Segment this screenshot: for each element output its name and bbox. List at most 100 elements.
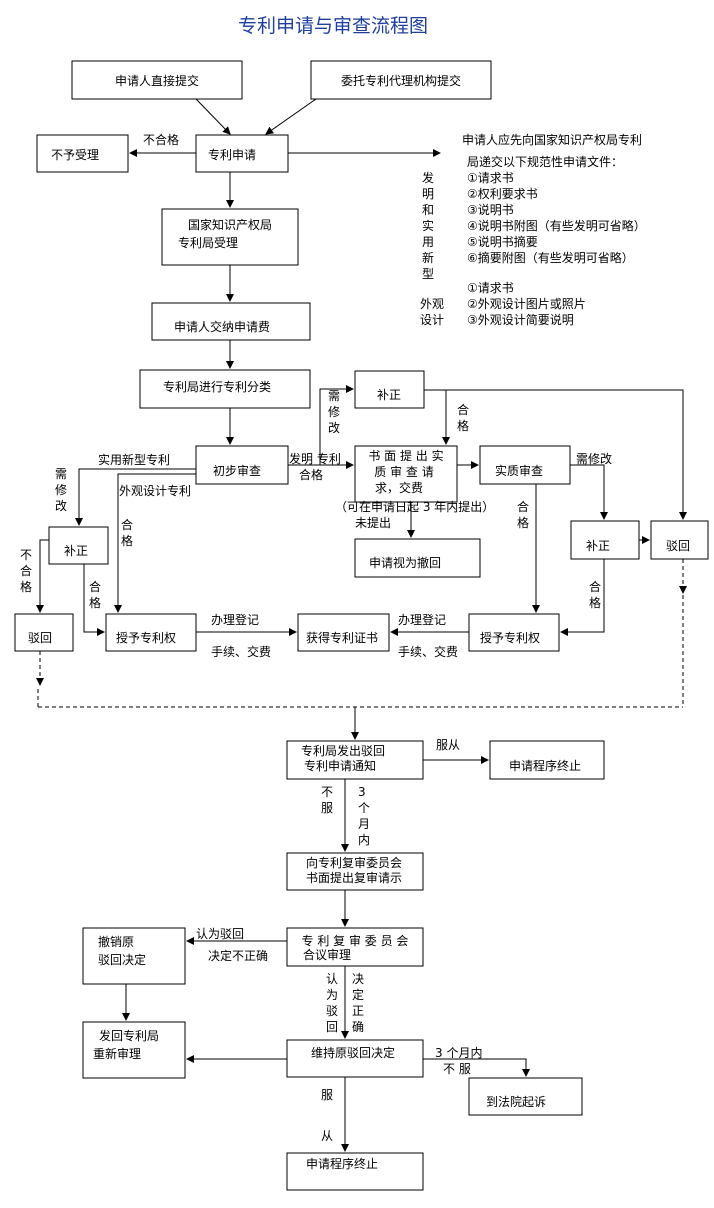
- node-prelim-exam: 初步审查: [195, 445, 289, 485]
- node-rejection-notice-label-1: 专利局发出驳回: [301, 743, 385, 758]
- node-board-review-label-1: 专 利 复 审 委 员 会: [302, 933, 409, 948]
- label-register-left: 办理登记: [211, 612, 259, 627]
- node-prelim-exam-label: 初步审查: [213, 463, 261, 478]
- docs-intro-1: 申请人应先向国家知识产权局专利: [462, 132, 642, 147]
- node-patent-application-label: 专利申请: [208, 147, 256, 162]
- node-grant-right-label: 授予专利权: [480, 630, 540, 645]
- invention-label-6: 型: [422, 267, 434, 281]
- node-reexam-request: 向专利复审委员会 书面提出复审请示: [286, 852, 424, 891]
- label-needs-edit-left-0: 需: [55, 467, 67, 481]
- node-reject-right: 驳回: [650, 520, 709, 560]
- label-deem-rejection-v-1: 为: [326, 988, 338, 1002]
- node-board-review: 专 利 复 审 委 员 会 合议审理: [286, 927, 424, 967]
- invention-doc-5: ⑥摘要附图（有些发明可省略）: [467, 250, 634, 265]
- label-not-accept-b: 不 服: [443, 1062, 471, 1076]
- arrow-to-supplement-top: [319, 385, 354, 465]
- label-fee-left: 手续、交费: [211, 644, 271, 659]
- arrow-supplement-right-to-grant: [560, 559, 605, 636]
- invention-doc-2: ③说明书: [467, 202, 514, 217]
- node-direct-submit: 申请人直接提交: [71, 60, 243, 100]
- label-qualified-mid: 合格: [299, 467, 323, 482]
- design-doc-2: ③外观设计简要说明: [467, 312, 574, 327]
- node-pay-fee: 申请人交纳申请费: [151, 302, 311, 341]
- node-send-back: 发回专利局 重新审理: [82, 1021, 186, 1079]
- arrow-to-reject-left: [36, 539, 49, 613]
- label-fee-right: 手续、交费: [398, 644, 458, 659]
- label-qualified-d-1: 格: [517, 515, 529, 530]
- node-grant-left: 授予专利权: [105, 613, 197, 652]
- label-decision-correct-v-1: 定: [352, 987, 364, 1002]
- label-qualified-b-0: 合: [89, 579, 101, 594]
- label-needs-edit-mid-2: 改: [328, 421, 340, 435]
- arrow-to-supplement-left: [75, 468, 196, 526]
- node-written-request-label-2: 质 审 查 请: [374, 464, 433, 479]
- node-reexam-request-label-1: 向专利复审委员会: [306, 855, 402, 870]
- label-deem-rejection-v-2: 驳: [326, 1004, 338, 1018]
- docs-intro-2: 局递交以下规范性申请文件：: [467, 154, 623, 169]
- node-deemed-withdrawn: 申请视为撤回: [354, 538, 481, 578]
- label-within-3-years: （可在申请日起 3 年内提出）: [335, 499, 494, 514]
- label-unqualified: 不合格: [143, 132, 179, 147]
- label-accept: 服从: [436, 738, 460, 752]
- label-qualified-b-1: 格: [89, 595, 101, 610]
- node-maintain: 维持原驳回决定: [286, 1039, 424, 1078]
- node-maintain-label: 维持原驳回决定: [311, 1045, 395, 1060]
- node-reexam-request-label-2: 书面提出复审请示: [306, 870, 402, 885]
- node-not-accepted-label: 不予受理: [51, 148, 99, 162]
- label-needs-edit-right: 需修改: [576, 451, 612, 466]
- node-direct-submit-label: 申请人直接提交: [115, 73, 199, 88]
- label-accept-b2: 从: [321, 1129, 333, 1143]
- node-reject-left: 驳回: [14, 613, 74, 652]
- node-reject-left-label: 驳回: [28, 631, 52, 645]
- label-not-accept-a-1: 服: [321, 801, 333, 815]
- arrow-to-supplement-right: [570, 464, 608, 520]
- label-qualified-c-0: 合: [457, 402, 469, 417]
- design-doc-1: ②外观设计图片或照片: [467, 297, 586, 311]
- invention-doc-0: ①请求书: [467, 171, 514, 185]
- invention-doc-4: ⑤说明书摘要: [467, 234, 538, 249]
- node-revoke: 撤销原 驳回决定: [82, 927, 186, 985]
- document-requirements: 申请人应先向国家知识产权局专利 局递交以下规范性申请文件： 发 明 和 实 用 …: [420, 132, 646, 327]
- node-patent-application: 专利申请: [195, 134, 289, 173]
- label-needs-edit-left-1: 修: [55, 482, 67, 497]
- node-classify: 专利局进行专利分类: [139, 369, 311, 409]
- node-grant-left-label: 授予专利权: [116, 630, 176, 645]
- node-send-back-label-2: 重新审理: [93, 1046, 141, 1061]
- node-classify-label: 专利局进行专利分类: [163, 379, 271, 394]
- label-accept-b1: 服: [321, 1088, 333, 1102]
- label-not-qualified-left-0: 不: [20, 548, 32, 562]
- arrow-design-to-grant: [114, 473, 196, 613]
- label-three-months-a-2: 月: [358, 817, 370, 831]
- arrow-supplement-left-to-grant: [83, 564, 105, 636]
- label-deem-rejection-v-0: 认: [326, 972, 338, 986]
- label-decision-correct-v-2: 正: [352, 1004, 364, 1018]
- label-utility-design: 实用新型专利: [98, 452, 170, 467]
- label-deem-rejection-v-3: 回: [326, 1020, 338, 1034]
- label-three-months-a-3: 内: [358, 833, 370, 847]
- edge-labels: 不合格 实用新型专利 外观设计专利 需 修 改 合 格 不 合 格 合 格 发明…: [20, 132, 612, 1143]
- node-supplement-right-label: 补正: [586, 539, 610, 553]
- page-title: 专利申请与审查流程图: [238, 15, 428, 37]
- arrow-to-sue: [423, 1058, 530, 1077]
- node-revoke-label-1: 撤销原: [98, 934, 134, 949]
- label-three-months-a-0: 3: [358, 785, 366, 799]
- label-qualified-e-0: 合: [589, 579, 601, 594]
- node-sipo-accept-label-1: 国家知识产权局: [188, 217, 272, 232]
- node-deemed-withdrawn-label: 申请视为撤回: [369, 555, 441, 570]
- node-reject-right-label: 驳回: [666, 539, 690, 553]
- node-sue: 到法院起诉: [468, 1077, 583, 1116]
- arrow-agency-to-application: [265, 98, 317, 135]
- node-certificate-label: 获得专利证书: [306, 630, 378, 645]
- label-invention-patent: 发明 专利: [289, 451, 341, 466]
- label-design-patent: 外观设计专利: [119, 483, 191, 498]
- label-needs-edit-left-2: 改: [55, 499, 67, 513]
- node-sue-label: 到法院起诉: [486, 1095, 546, 1109]
- label-not-qualified-left-1: 合: [20, 563, 32, 578]
- node-rejection-notice-label-2: 专利申请通知: [304, 758, 376, 773]
- label-deem-rejection: 认为驳回: [196, 927, 244, 941]
- node-supplement-left-label: 补正: [64, 544, 88, 558]
- node-pay-fee-label: 申请人交纳申请费: [174, 319, 270, 334]
- connectors: [36, 98, 687, 1152]
- node-written-request: 书 面 提 出 实 质 审 查 请 求，交费: [354, 445, 458, 503]
